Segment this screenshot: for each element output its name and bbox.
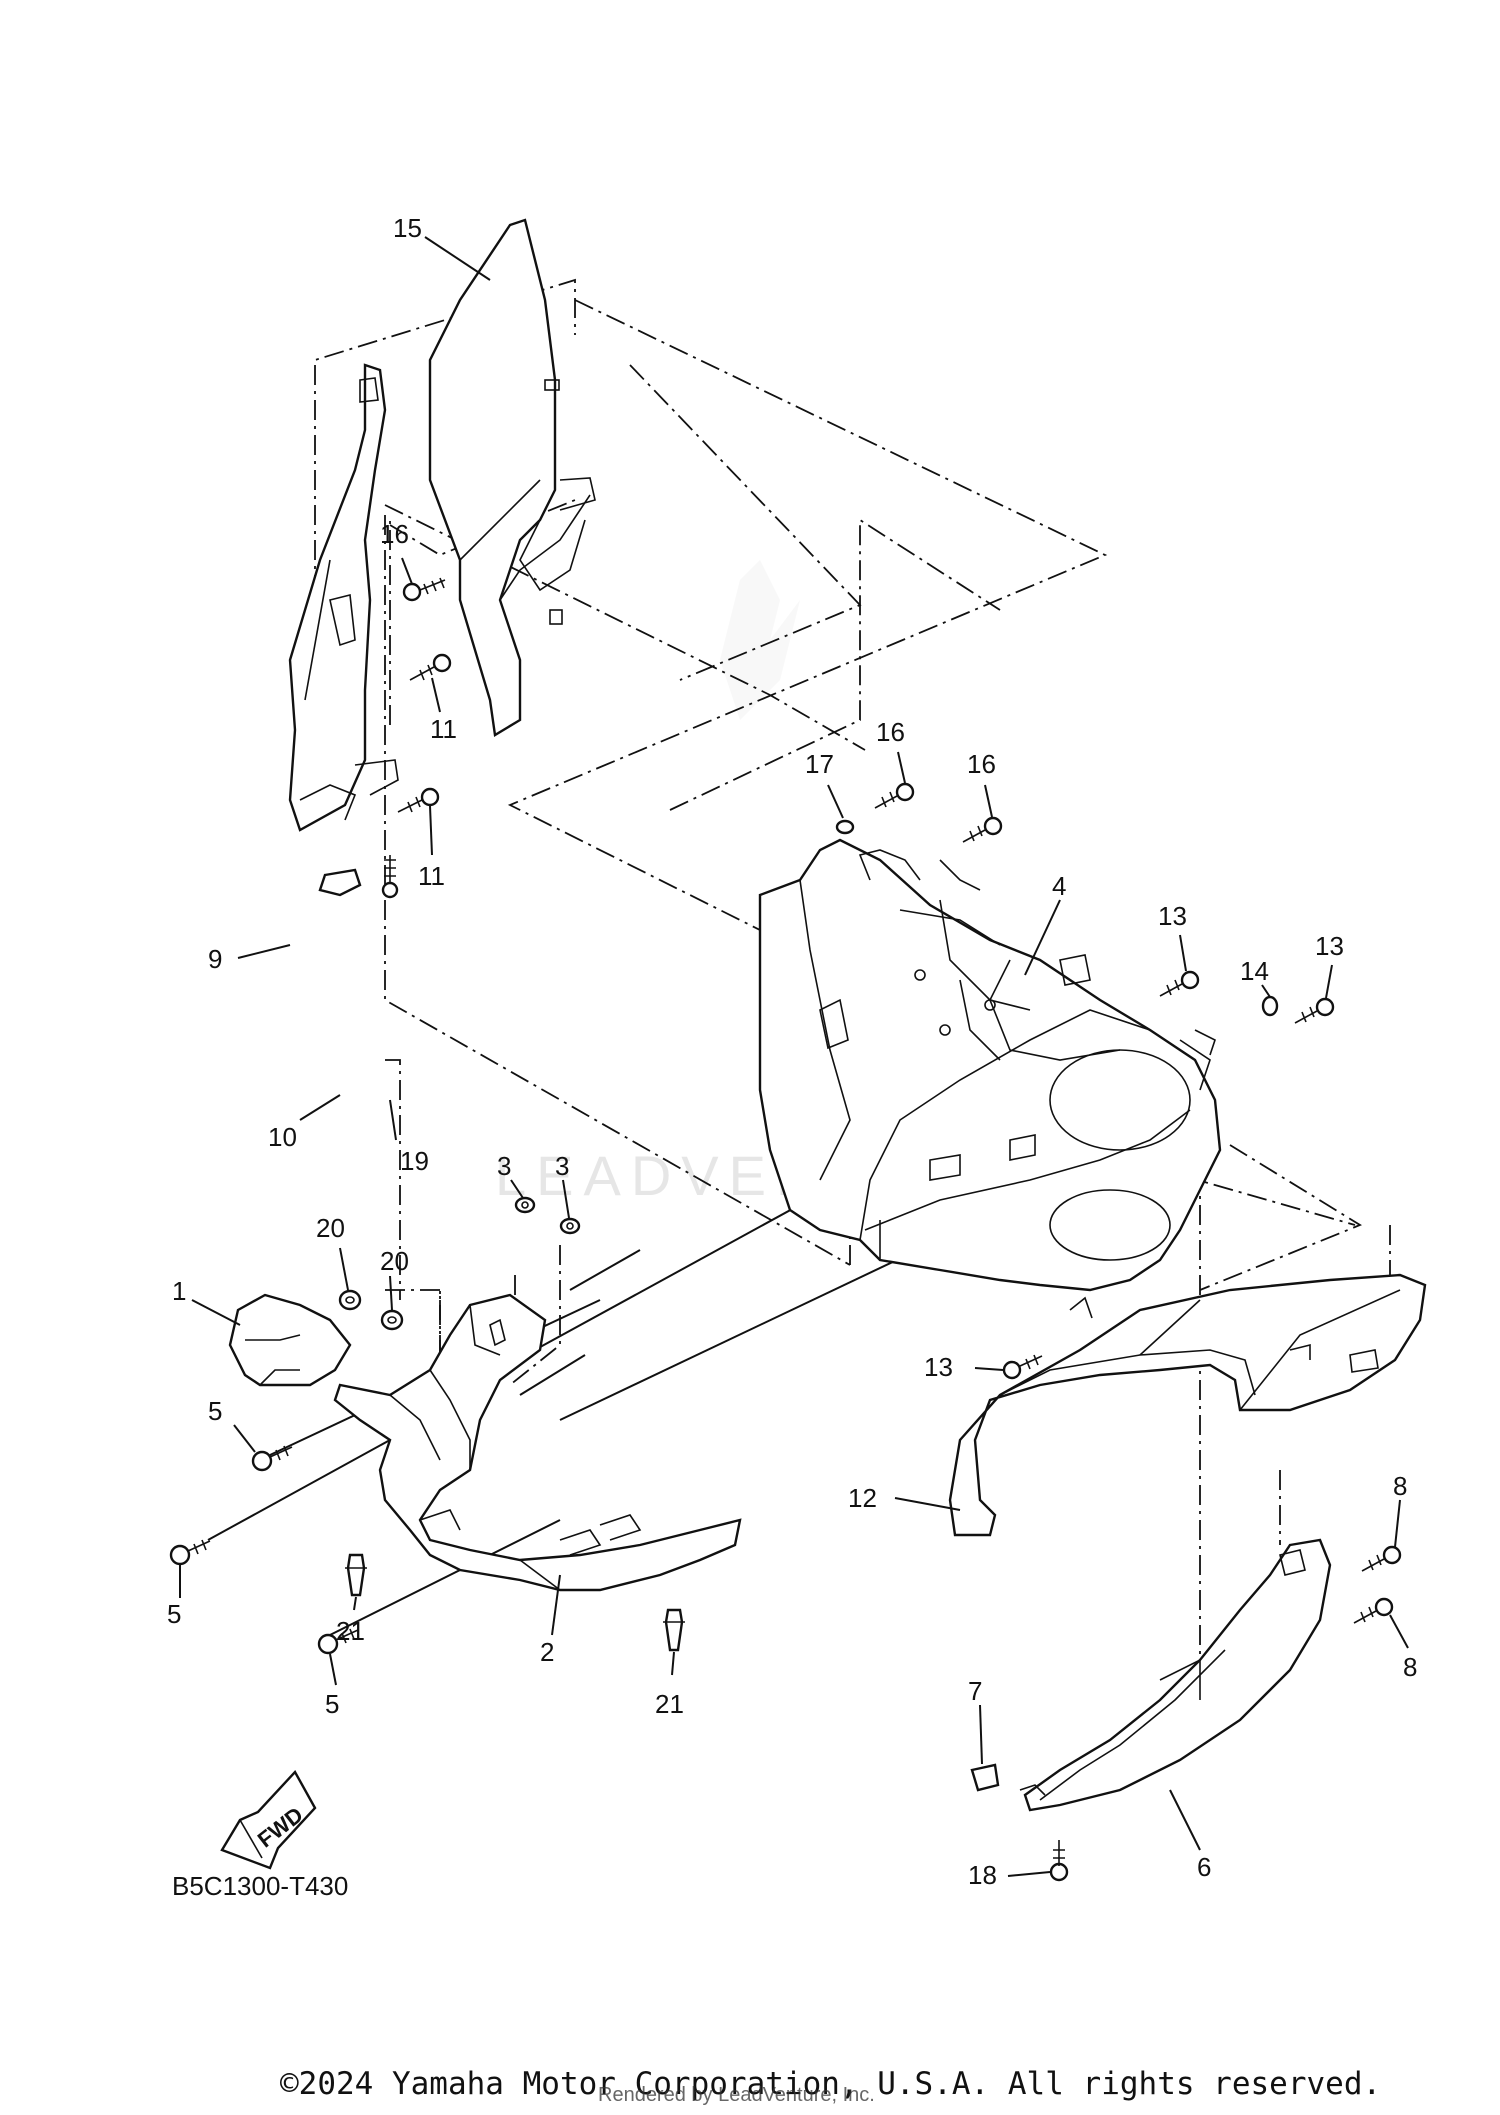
callout-16: 16 (967, 749, 996, 779)
nut-3-a (514, 1196, 536, 1214)
bolt-16-mid-b (962, 816, 1003, 843)
callout-13: 13 (924, 1352, 953, 1382)
fwd-arrow: FWD (220, 1769, 317, 1870)
callout-21: 21 (655, 1689, 684, 1719)
bolt-11-lower (397, 787, 440, 813)
callout-13: 13 (1158, 901, 1187, 931)
callout-5: 5 (208, 1396, 222, 1426)
callout-3: 3 (497, 1151, 511, 1181)
callout-11: 11 (430, 714, 457, 744)
bolt-13-right-b (1294, 997, 1335, 1024)
bolt-11-upper (409, 653, 452, 681)
grommet-20-b (380, 1309, 404, 1331)
callout-7: 7 (968, 1676, 982, 1706)
part-code: B5C1300-T430 (172, 1871, 348, 1901)
bolt-13-lower (1002, 1354, 1043, 1380)
rendered-by-notice: Rendered by LeadVenture, Inc. (598, 2084, 875, 2106)
part-1-small-cover (228, 1293, 352, 1387)
callout-20: 20 (316, 1213, 345, 1243)
bolt-8-b (1353, 1597, 1394, 1624)
callout-2: 2 (540, 1637, 554, 1667)
callout-3: 3 (555, 1151, 569, 1181)
callout-16: 16 (876, 717, 905, 747)
callout-8: 8 (1403, 1652, 1417, 1682)
clip-21-b (663, 1608, 685, 1652)
fasteners (169, 577, 1402, 1882)
bolt-8-a (1361, 1545, 1402, 1572)
callout-14: 14 (1240, 956, 1269, 986)
callouts: 15 16 11 11 9 10 19 17 16 16 4 13 13 14 … (167, 213, 1417, 1890)
part-4-front-cowl (758, 838, 1222, 1292)
callout-9: 9 (208, 944, 222, 974)
callout-20: 20 (380, 1246, 409, 1276)
callout-10: 10 (268, 1122, 297, 1152)
callout-16: 16 (380, 519, 409, 549)
callout-4: 4 (1052, 871, 1066, 901)
screw-19 (381, 855, 399, 899)
bolt-16-mid-a (874, 782, 915, 809)
callout-11: 11 (418, 861, 445, 891)
leader-lines (179, 236, 1409, 1877)
part-6-lower-cover (1019, 1538, 1332, 1812)
callout-18: 18 (968, 1860, 997, 1890)
part-12-side-cover (948, 1273, 1427, 1537)
washer-17 (835, 819, 855, 835)
washer-14 (1261, 995, 1279, 1017)
clip-21-a (345, 1553, 367, 1597)
callout-1: 1 (172, 1276, 186, 1306)
callout-15: 15 (393, 213, 422, 243)
clip-7 (970, 1763, 1000, 1792)
callout-6: 6 (1197, 1852, 1211, 1882)
callout-19: 19 (400, 1146, 429, 1176)
part-15-side-panel (428, 218, 596, 737)
bolt-5-b (169, 1539, 211, 1566)
nut-3-b (559, 1217, 581, 1235)
grommet-20-a (338, 1289, 362, 1311)
clip-10 (318, 868, 362, 897)
part-9-bracket (288, 363, 399, 832)
bolt-5-a (251, 1445, 293, 1472)
callout-21: 21 (336, 1616, 365, 1646)
callout-5: 5 (167, 1599, 181, 1629)
callout-8: 8 (1393, 1471, 1407, 1501)
screw-18 (1049, 1840, 1069, 1882)
bolt-5-c (317, 1628, 359, 1655)
callout-5: 5 (325, 1689, 339, 1719)
callout-13: 13 (1315, 931, 1344, 961)
copyright-notice: ©2024 Yamaha Motor Corporation, U.S.A. A… (280, 2066, 1382, 2102)
part-2-lower-stay (333, 1293, 742, 1592)
callout-17: 17 (805, 749, 834, 779)
callout-12: 12 (848, 1483, 877, 1513)
bolt-13-right-a (1159, 970, 1200, 997)
